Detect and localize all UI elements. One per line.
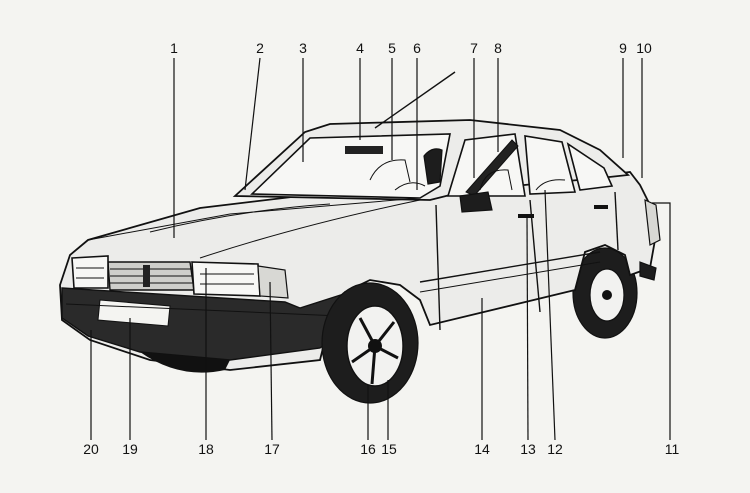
windscreen [250,133,451,199]
callout-2: 2 [256,40,264,56]
callout-19: 19 [122,441,138,457]
callout-15: 15 [381,441,397,457]
callout-10: 10 [636,40,652,56]
callout-7: 7 [470,40,478,56]
callout-20: 20 [83,441,99,457]
callout-8: 8 [494,40,502,56]
right-headlight [191,261,261,297]
callout-17: 17 [264,441,280,457]
car-illustration [59,71,661,404]
leader-lines [90,57,671,441]
callout-1: 1 [170,40,178,56]
callout-18: 18 [198,441,214,457]
left-headlight [71,255,109,289]
rear-wheel [572,247,638,339]
callout-14: 14 [474,441,490,457]
callout-6: 6 [413,40,421,56]
callout-13: 13 [520,441,536,457]
callout-11: 11 [665,441,680,457]
callout-3: 3 [299,40,307,56]
callout-16: 16 [360,441,376,457]
grille [107,261,195,291]
callout-labels: 1 2 3 4 5 6 7 8 9 10 11 12 13 14 15 16 1… [83,40,679,457]
callout-4: 4 [356,40,364,56]
antenna [374,71,456,129]
callout-9: 9 [619,40,627,56]
side-light [257,265,289,299]
callout-12: 12 [547,441,563,457]
callout-5: 5 [388,40,396,56]
front-wheel [321,282,419,404]
